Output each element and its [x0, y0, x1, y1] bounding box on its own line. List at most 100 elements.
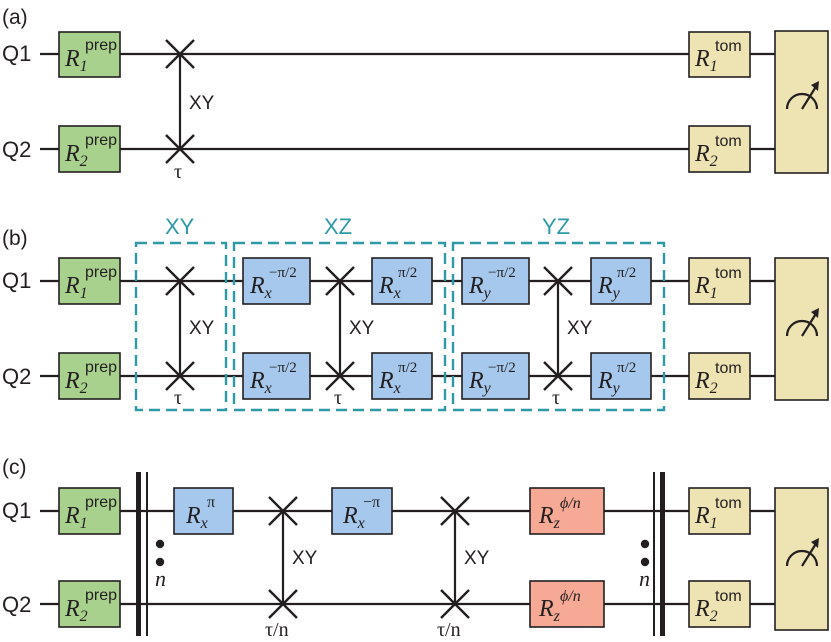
gate-sup: tom	[715, 588, 742, 605]
gate-sup: tom	[715, 495, 742, 512]
meter-dial-icon	[774, 487, 829, 631]
prep-gate-q1: R1 prep	[58, 487, 121, 535]
tom-gate-q1: R1 tom	[688, 31, 751, 78]
svg-text:R1: R1	[64, 503, 88, 532]
gate-sup: tom	[715, 133, 742, 150]
xy-label-2: XY	[464, 548, 490, 569]
gate-sub: x	[264, 380, 272, 397]
gate-sub: x	[200, 515, 208, 532]
gate-base: R	[538, 596, 554, 622]
prep-gate-q2: R2 prep	[58, 352, 121, 400]
gate-sub: 1	[80, 58, 88, 75]
gate-base: R	[249, 273, 265, 299]
xy-label-3: XY	[567, 318, 593, 339]
tom-gate-q2: R2 tom	[688, 580, 751, 628]
qubit-label-q1: Q1	[2, 41, 31, 66]
svg-text:Rx: Rx	[249, 368, 272, 397]
gate-sub: 1	[710, 285, 718, 302]
gate-sub: z	[553, 608, 561, 625]
rx-pi-gate: Rx π	[173, 487, 234, 535]
prep-gate-q1: R1 prep	[58, 257, 121, 305]
meter-dial-icon	[774, 30, 829, 174]
gate-base: R	[249, 368, 265, 394]
xy-gate-2	[440, 496, 470, 619]
svg-text:R1: R1	[64, 46, 88, 75]
svg-text:Ry: Ry	[468, 273, 492, 302]
gate-base: R	[64, 141, 80, 167]
gate-sup: −π/2	[269, 265, 297, 281]
gate-sup: prep	[85, 359, 117, 376]
gate-sup: tom	[715, 38, 742, 55]
gate-sub: 2	[80, 153, 88, 170]
ry-neg-half-pi-gate-q2: Ry −π/2	[461, 352, 530, 400]
prep-gate-q2: R2 prep	[58, 580, 121, 628]
svg-text:Rx: Rx	[378, 273, 401, 302]
ry-half-pi-gate-q1: Ry π/2	[590, 257, 652, 305]
ry-neg-half-pi-gate-q1: Ry −π/2	[461, 257, 530, 305]
xy-gate	[165, 39, 195, 164]
xy-gate-3	[543, 266, 573, 391]
svg-text:Rz: Rz	[538, 503, 561, 532]
gate-sub: z	[553, 515, 561, 532]
qubit-label-q1: Q1	[2, 268, 31, 293]
gate-sub: 1	[710, 58, 718, 75]
gate-base: R	[694, 273, 710, 299]
prep-gate-q2: R2 prep	[58, 125, 121, 173]
tau-label-3: τ	[552, 387, 560, 409]
rx-half-pi-gate-q1: Rx π/2	[371, 257, 433, 305]
gate-sup: ϕ/n	[560, 495, 581, 512]
rx-neg-half-pi-gate-q2: Rx −π/2	[242, 352, 311, 400]
gate-sub: 1	[80, 515, 88, 532]
svg-text:R1: R1	[694, 273, 718, 302]
gate-sub: y	[482, 285, 492, 302]
gate-base: R	[64, 596, 80, 622]
rx-neg-half-pi-gate-q1: Rx −π/2	[242, 257, 311, 305]
xy-gate-1	[268, 496, 298, 619]
gate-base: R	[185, 503, 201, 529]
gate-base: R	[64, 368, 80, 394]
gate-sub: 2	[710, 153, 718, 170]
svg-text:R1: R1	[694, 503, 718, 532]
svg-text:Ry: Ry	[468, 368, 492, 397]
gate-sup: −π/2	[488, 265, 516, 281]
gate-sub: 2	[710, 380, 718, 397]
svg-text:Ry: Ry	[597, 273, 621, 302]
repeat-count-right: n	[639, 566, 650, 591]
gate-sub: y	[611, 285, 621, 302]
gate-sup: π/2	[398, 360, 417, 376]
svg-text:Rx: Rx	[342, 503, 365, 532]
gate-sup: −π/2	[269, 360, 297, 376]
xy-label: XY	[189, 93, 215, 114]
gate-base: R	[468, 273, 484, 299]
gate-sup: −π/2	[488, 360, 516, 376]
gate-sub: x	[393, 285, 401, 302]
gate-base: R	[64, 273, 80, 299]
repeat-bar-left	[136, 472, 165, 636]
panel-label-c: (c)	[2, 456, 27, 479]
svg-text:Rx: Rx	[249, 273, 272, 302]
gate-base: R	[378, 273, 394, 299]
tom-gate-q2: R2 tom	[688, 125, 751, 173]
tau-label-2: τ	[334, 387, 342, 409]
svg-text:Rz: Rz	[538, 596, 561, 625]
tau-label-1: τ	[174, 387, 182, 409]
group-label-xz: XZ	[324, 214, 352, 239]
tom-gate-q2: R2 tom	[688, 352, 751, 400]
gate-sup: prep	[85, 264, 117, 281]
tau-label-1: τ/n	[265, 619, 289, 641]
prep-gate-q1: R1 prep	[58, 31, 121, 78]
tau-label: τ	[174, 161, 182, 183]
gate-sub: x	[393, 380, 401, 397]
gate-sup: tom	[715, 265, 742, 282]
gate-base: R	[342, 503, 358, 529]
gate-sup: ϕ/n	[560, 588, 581, 605]
gate-sup: prep	[85, 587, 117, 604]
svg-text:R2: R2	[64, 596, 88, 625]
xy-label-2: XY	[349, 318, 375, 339]
svg-text:Rx: Rx	[378, 368, 401, 397]
gate-base: R	[64, 46, 80, 72]
repeat-bar-right	[640, 472, 665, 636]
repeat-count-left: n	[155, 566, 166, 591]
xy-label-1: XY	[189, 318, 215, 339]
xy-gate-1	[165, 266, 195, 391]
